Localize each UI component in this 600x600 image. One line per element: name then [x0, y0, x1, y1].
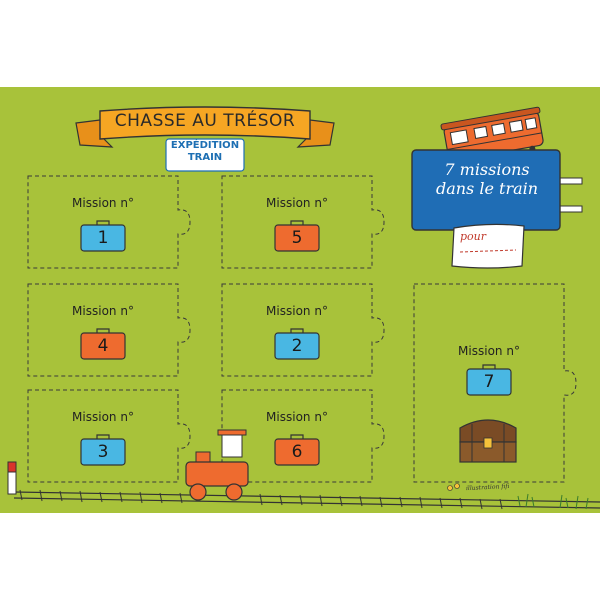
mission-label: Mission n°: [458, 344, 520, 358]
page-title: CHASSE AU TRÉSOR: [114, 111, 296, 131]
mission-label: Mission n°: [266, 196, 328, 210]
mission-number: 7: [483, 372, 495, 392]
subtitle: EXPÉDITION TRAIN: [160, 140, 250, 164]
mission-label: Mission n°: [266, 410, 328, 424]
suitcase-icon: 2: [274, 328, 320, 360]
mission-number: 2: [291, 336, 303, 356]
mission-card-5: Mission n° 5: [221, 175, 385, 269]
subtitle-line-2: TRAIN: [187, 152, 223, 163]
pour-label: pour: [460, 230, 487, 243]
suitcase-icon: 4: [80, 328, 126, 360]
sign-line-2: dans le train: [435, 179, 539, 198]
mission-card-6: Mission n° 6: [221, 389, 385, 483]
mission-label: Mission n°: [72, 410, 134, 424]
mission-number: 1: [97, 228, 109, 248]
mission-label: Mission n°: [266, 304, 328, 318]
mission-card-3: Mission n° 3: [27, 389, 191, 483]
title-ribbon: [75, 106, 335, 148]
suitcase-icon: 5: [274, 220, 320, 252]
mission-number: 3: [97, 442, 109, 462]
mission-card-1: Mission n° 1: [27, 175, 191, 269]
mission-label: Mission n°: [72, 304, 134, 318]
suitcase-icon: 6: [274, 434, 320, 466]
suitcase-icon: 3: [80, 434, 126, 466]
mission-card-4: Mission n° 4: [27, 283, 191, 377]
suitcase-icon: 7: [466, 364, 512, 396]
mission-card-2: Mission n° 2: [221, 283, 385, 377]
sign-text: 7 missions dans le train: [420, 160, 554, 198]
suitcase-icon: 1: [80, 220, 126, 252]
mission-number: 4: [97, 336, 109, 356]
subtitle-line-1: EXPÉDITION: [170, 140, 240, 151]
subtitle-badge: [165, 138, 245, 172]
mission-card-7: Mission n° 7: [413, 283, 577, 483]
mission-label: Mission n°: [72, 196, 134, 210]
sign-line-1: 7 missions: [444, 160, 530, 179]
mission-number: 6: [291, 442, 303, 462]
mission-number: 5: [291, 228, 303, 248]
